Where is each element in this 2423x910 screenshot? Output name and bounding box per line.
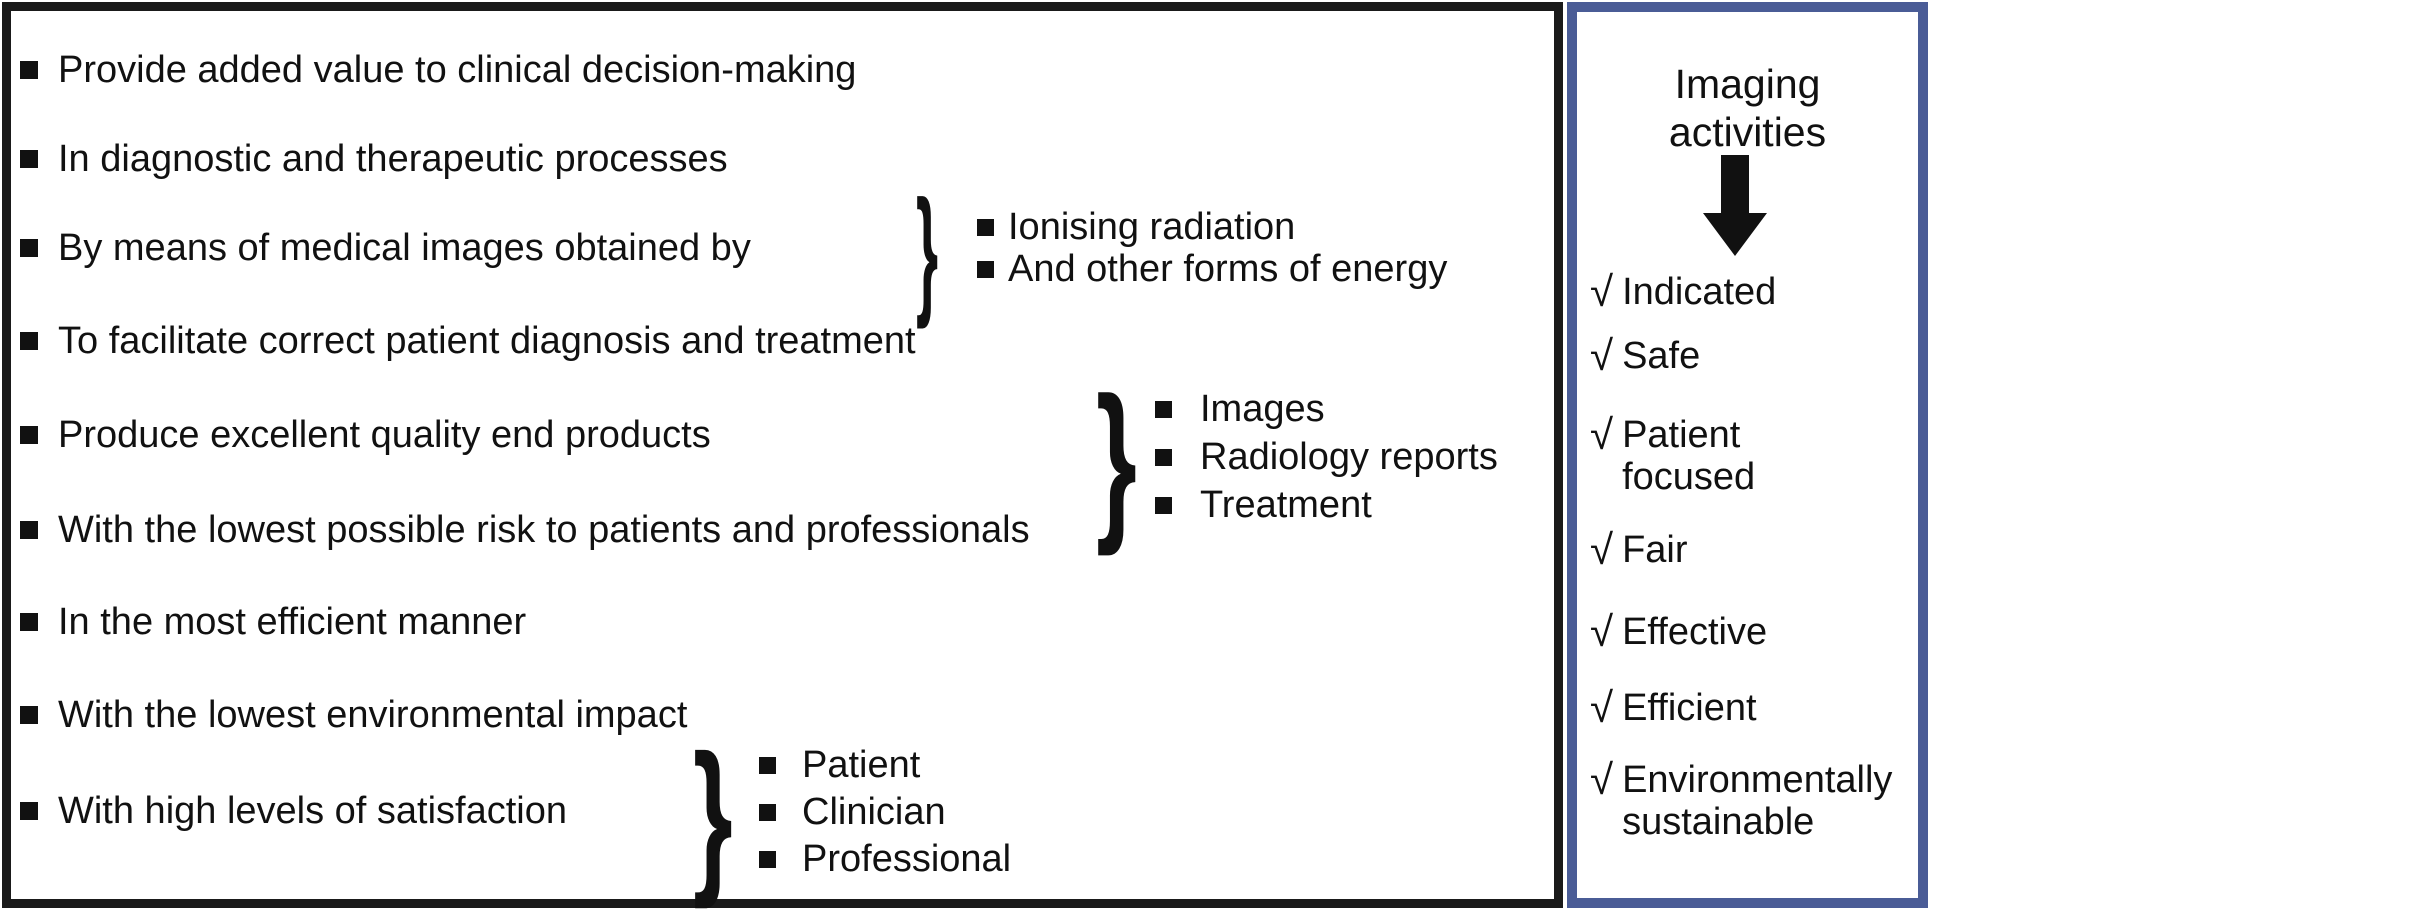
check-icon: √ xyxy=(1590,268,1614,315)
sub-item: Treatment xyxy=(1155,481,1498,529)
square-bullet-icon xyxy=(1155,400,1172,418)
square-bullet-icon xyxy=(1155,448,1172,466)
curly-brace-icon: } xyxy=(1096,362,1137,557)
check-item: √Environmentally sustainable xyxy=(1590,756,1893,844)
check-label: Efficient xyxy=(1622,687,1757,729)
end-products-group: Images Radiology reports Treatment xyxy=(1155,385,1498,529)
check-item: √Indicated xyxy=(1590,268,1777,315)
sub-item: Clinician xyxy=(759,789,1011,836)
check-item: √Safe xyxy=(1590,332,1701,379)
check-item: √Patient focused xyxy=(1590,411,1874,499)
square-bullet-icon xyxy=(759,851,776,868)
check-item: √Efficient xyxy=(1590,684,1757,731)
check-label: Indicated xyxy=(1622,271,1777,313)
square-bullet-icon xyxy=(759,757,776,774)
check-item: √Fair xyxy=(1590,526,1688,573)
bullet-text: In the most efficient manner xyxy=(58,601,527,643)
bullet-text: Provide added value to clinical decision… xyxy=(58,49,857,91)
sub-item: Images xyxy=(1155,385,1498,433)
bullet-item: With high levels of satisfaction xyxy=(20,787,567,835)
check-label: Patient focused xyxy=(1622,414,1756,498)
check-label: Environmentally sustainable xyxy=(1622,759,1893,843)
bullet-text: Produce excellent quality end products xyxy=(58,414,711,456)
sub-item-text: Professional xyxy=(802,838,1012,880)
check-label: Fair xyxy=(1622,529,1688,571)
check-icon: √ xyxy=(1590,756,1614,803)
square-bullet-icon xyxy=(977,218,994,236)
bullet-text: With the lowest environmental impact xyxy=(58,694,688,736)
square-bullet-icon xyxy=(977,260,994,278)
down-arrow-icon xyxy=(1700,155,1770,258)
square-bullet-icon xyxy=(20,706,38,724)
objectives-panel xyxy=(2,2,1563,908)
square-bullet-icon xyxy=(1155,496,1172,514)
square-bullet-icon xyxy=(20,239,38,257)
energy-sources-group: Ionising radiation And other forms of en… xyxy=(977,206,1447,290)
bullet-item: In diagnostic and therapeutic processes xyxy=(20,135,728,183)
bullet-item: By means of medical images obtained by xyxy=(20,224,751,272)
check-label: Safe xyxy=(1622,335,1701,377)
sub-item-text: Treatment xyxy=(1200,483,1372,526)
check-label: Effective xyxy=(1622,611,1768,653)
curly-brace-icon: } xyxy=(916,171,939,330)
sub-item-text: Radiology reports xyxy=(1200,435,1498,478)
curly-brace-icon: } xyxy=(693,720,733,910)
imaging-activities-title: Imaging activities xyxy=(1577,60,1918,156)
check-icon: √ xyxy=(1590,526,1614,573)
check-icon: √ xyxy=(1590,332,1614,379)
bullet-item: With the lowest possible risk to patient… xyxy=(20,506,1030,554)
square-bullet-icon xyxy=(20,613,38,631)
check-item: √Effective xyxy=(1590,608,1768,655)
sub-item: Radiology reports xyxy=(1155,433,1498,481)
bullet-item: Provide added value to clinical decision… xyxy=(20,46,856,94)
square-bullet-icon xyxy=(759,804,776,821)
sub-item: And other forms of energy xyxy=(977,248,1447,290)
bullet-item: Produce excellent quality end products xyxy=(20,411,711,459)
sub-item-text: And other forms of energy xyxy=(1008,247,1448,290)
square-bullet-icon xyxy=(20,61,38,79)
bullet-text: To facilitate correct patient diagnosis … xyxy=(58,320,916,362)
imaging-activities-panel xyxy=(1567,2,1928,908)
bullet-item: To facilitate correct patient diagnosis … xyxy=(20,317,916,365)
square-bullet-icon xyxy=(20,802,38,820)
sub-item-text: Patient xyxy=(802,744,921,786)
sub-item-text: Images xyxy=(1200,387,1325,430)
square-bullet-icon xyxy=(20,521,38,539)
bullet-text: With high levels of satisfaction xyxy=(58,790,568,832)
square-bullet-icon xyxy=(20,332,38,350)
sub-item-text: Ionising radiation xyxy=(1008,205,1296,248)
bullet-item: In the most efficient manner xyxy=(20,598,526,646)
square-bullet-icon xyxy=(20,426,38,444)
check-icon: √ xyxy=(1590,411,1614,458)
bullet-text: In diagnostic and therapeutic processes xyxy=(58,138,728,180)
bullet-text: With the lowest possible risk to patient… xyxy=(58,509,1030,551)
bullet-text: By means of medical images obtained by xyxy=(58,227,751,269)
check-icon: √ xyxy=(1590,684,1614,731)
sub-item: Professional xyxy=(759,836,1011,883)
sub-item: Patient xyxy=(759,742,1011,789)
bullet-item: With the lowest environmental impact xyxy=(20,691,687,739)
square-bullet-icon xyxy=(20,150,38,168)
sub-item: Ionising radiation xyxy=(977,206,1447,248)
imaging-activities-title-text: Imaging activities xyxy=(1668,61,1827,155)
check-icon: √ xyxy=(1590,608,1614,655)
sub-item-text: Clinician xyxy=(802,791,946,833)
stakeholders-group: Patient Clinician Professional xyxy=(759,742,1011,883)
